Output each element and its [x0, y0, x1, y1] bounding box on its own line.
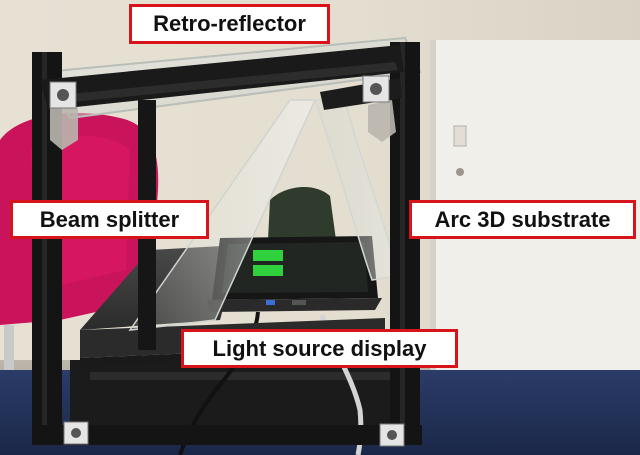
arc-3d-substrate-label-text: Arc 3D substrate — [434, 206, 611, 232]
retro-reflector-label: Retro-reflector — [129, 4, 330, 44]
beam-splitter-label: Beam splitter — [10, 200, 209, 239]
retro-reflector-label-text: Retro-reflector — [153, 11, 306, 36]
arc-3d-substrate-label: Arc 3D substrate — [409, 200, 636, 239]
light-source-display-label: Light source display — [181, 329, 458, 368]
light-source-display-label-text: Light source display — [212, 335, 427, 361]
beam-splitter-label-text: Beam splitter — [39, 206, 180, 232]
